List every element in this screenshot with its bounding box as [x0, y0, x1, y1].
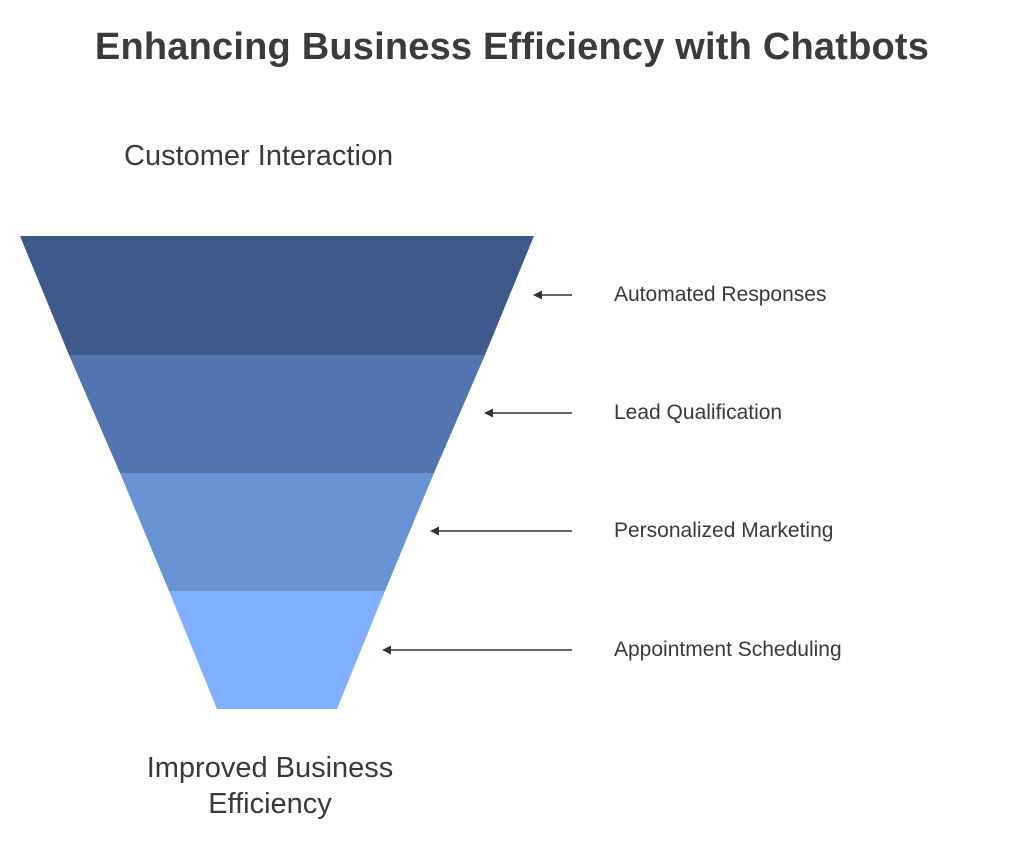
stage-label-appointment-scheduling: Appointment Scheduling	[614, 638, 842, 661]
stage-label-lead-qualification: Lead Qualification	[614, 401, 783, 424]
funnel-stage-1	[20, 236, 534, 355]
funnel-bottom-label: Improved Business Efficiency	[100, 750, 440, 822]
stage-arrow-4	[382, 645, 572, 655]
stage-arrow-1	[533, 290, 572, 300]
funnel-top-label: Customer Interaction	[124, 140, 394, 172]
funnel-stage-2	[69, 355, 485, 473]
diagram-title: Enhancing Business Efficiency with Chatb…	[94, 26, 930, 68]
bottom-label-line-1: Improved Business	[146, 752, 394, 784]
stage-arrow-2	[484, 408, 572, 418]
bottom-label-line-2: Efficiency	[208, 788, 332, 820]
title-area: Enhancing Business Efficiency with Chatb…	[0, 0, 1024, 80]
funnel-stage-3	[120, 473, 434, 591]
stage-label-automated-responses: Automated Responses	[614, 283, 827, 306]
stage-arrow-3	[430, 526, 572, 536]
stage-label-personalized-marketing: Personalized Marketing	[614, 519, 834, 542]
funnel-stage-4	[169, 591, 385, 709]
